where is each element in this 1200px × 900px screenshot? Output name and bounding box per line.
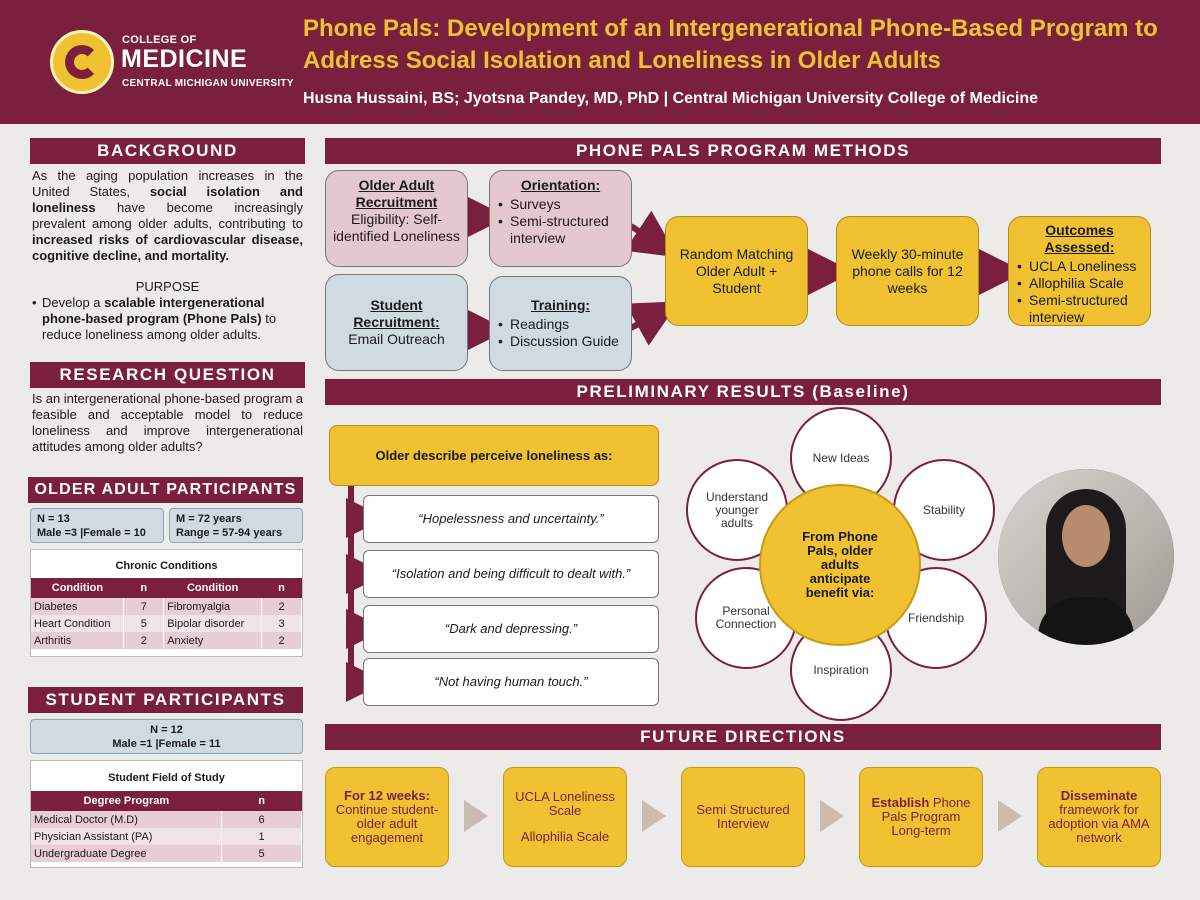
bullet-icon: • bbox=[32, 295, 37, 310]
future-box-establish: Establish Phone Pals Program Long-term bbox=[859, 767, 983, 867]
poster-authors: Husna Hussaini, BS; Jyotsna Pandey, MD, … bbox=[303, 90, 1038, 107]
weekly-calls-box: Weekly 30-minute phone calls for 12 week… bbox=[836, 216, 979, 326]
older-adult-count-box: N = 13 Male =3 |Female = 10 bbox=[30, 508, 164, 543]
student-count-box: N = 12 Male =1 |Female = 11 bbox=[30, 719, 303, 754]
logo-c-icon bbox=[65, 45, 99, 79]
arrow-icon bbox=[624, 210, 678, 258]
column-header: Degree Program bbox=[31, 791, 222, 811]
older-adult-recruitment-box: Older Adult Recruitment Eligibility: Sel… bbox=[325, 170, 468, 267]
logo-medicine-text: MEDICINE bbox=[121, 45, 248, 73]
table-title: Student Field of Study bbox=[108, 772, 225, 784]
column-header: Condition bbox=[163, 578, 262, 598]
column-header: Condition bbox=[31, 578, 124, 598]
older-adult-heading: OLDER ADULT PARTICIPANTS bbox=[28, 477, 303, 503]
table-row: Medical Doctor (M.D)6 bbox=[31, 811, 302, 828]
column-header: n bbox=[123, 578, 164, 598]
arrow-icon bbox=[625, 301, 679, 346]
logo-college-text: COLLEGE OF bbox=[122, 34, 197, 46]
purpose-text: • Develop a scalable intergenerational p… bbox=[32, 295, 277, 342]
poster-title: Phone Pals: Development of an Intergener… bbox=[303, 15, 1158, 74]
outcomes-box: Outcomes Assessed: UCLA Loneliness Allop… bbox=[1008, 216, 1151, 326]
arrow-icon bbox=[464, 800, 488, 832]
quote-box: “Hopelessness and uncertainty.” bbox=[363, 495, 659, 543]
future-box-interview: Semi Structured Interview bbox=[681, 767, 805, 867]
results-heading: PRELIMINARY RESULTS (Baseline) bbox=[325, 379, 1161, 405]
background-heading: BACKGROUND bbox=[30, 138, 305, 164]
column-header: n bbox=[221, 791, 302, 811]
student-participants-heading: STUDENT PARTICIPANTS bbox=[28, 687, 303, 713]
future-heading: FUTURE DIRECTIONS bbox=[325, 724, 1161, 750]
quote-box: “Not having human touch.” bbox=[363, 658, 659, 706]
arrow-icon bbox=[820, 800, 844, 832]
older-adult-age-box: M = 72 years Range = 57-94 years bbox=[169, 508, 303, 543]
presenter-video-avatar bbox=[998, 469, 1174, 645]
table-title: Chronic Conditions bbox=[115, 560, 218, 572]
research-question-heading: RESEARCH QUESTION bbox=[30, 362, 305, 388]
arrow-icon bbox=[998, 800, 1022, 832]
table-row: Physician Assistant (PA)1 bbox=[31, 828, 302, 845]
orientation-box: Orientation: Surveys Semi-structured int… bbox=[489, 170, 632, 267]
quote-box: “Isolation and being difficult to dealt … bbox=[363, 550, 659, 598]
purpose-heading: PURPOSE bbox=[135, 279, 200, 294]
future-box-engagement: For 12 weeks: Continue student-older adu… bbox=[325, 767, 449, 867]
background-text: As the aging population increases in the… bbox=[32, 168, 303, 263]
research-question-text: Is an intergenerational phone-based prog… bbox=[32, 391, 304, 454]
training-box: Training: Readings Discussion Guide bbox=[489, 276, 632, 371]
university-logo bbox=[50, 30, 114, 94]
chronic-conditions-table: Chronic Conditions Condition n Condition… bbox=[30, 549, 303, 657]
methods-heading: PHONE PALS PROGRAM METHODS bbox=[325, 138, 1161, 164]
random-matching-box: Random Matching Older Adult + Student bbox=[665, 216, 808, 326]
arrow-icon bbox=[642, 800, 666, 832]
student-recruitment-box: Student Recruitment: Email Outreach bbox=[325, 274, 468, 371]
logo-university-text: CENTRAL MICHIGAN UNIVERSITY bbox=[122, 78, 294, 89]
benefit-center: From Phone Pals, older adults anticipate… bbox=[759, 484, 921, 646]
student-field-table: Student Field of Study Degree Program n … bbox=[30, 760, 303, 868]
column-header: n bbox=[261, 578, 302, 598]
poster-header bbox=[0, 0, 1200, 124]
quote-box: “Dark and depressing.” bbox=[363, 605, 659, 653]
future-box-disseminate: Disseminate framework for adoption via A… bbox=[1037, 767, 1161, 867]
loneliness-prompt: Older describe perceive loneliness as: bbox=[329, 425, 659, 486]
future-box-scales: UCLA Loneliness Scale Allophilia Scale bbox=[503, 767, 627, 867]
